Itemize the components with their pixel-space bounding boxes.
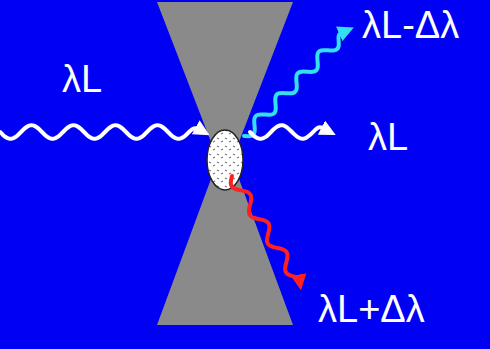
sample (207, 130, 243, 190)
incident-wave (0, 125, 204, 139)
wavelength-label: λL+Δλ (318, 290, 425, 328)
wavelength-label: λL (62, 60, 102, 98)
stokes-wave (231, 176, 300, 284)
rayleigh-wave (250, 125, 330, 139)
focused-beam (157, 2, 293, 325)
anti-stokes-wave (244, 30, 348, 136)
wavelength-label: λL-Δλ (362, 6, 459, 44)
wavelength-label: λL (368, 118, 408, 156)
